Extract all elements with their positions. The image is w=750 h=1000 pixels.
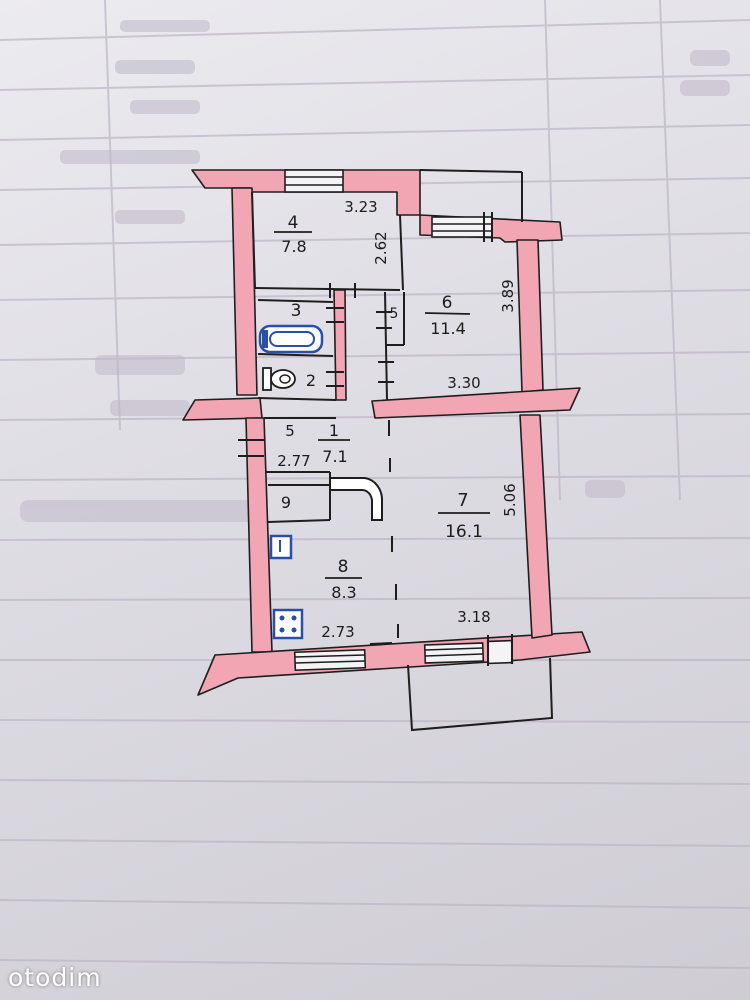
room-9-number: 9 [281,493,291,512]
dim-2-77: 2.77 [277,452,310,470]
room-6-number: 6 [442,293,453,313]
fraction-lines [274,231,490,579]
room-8-number: 8 [338,557,349,577]
room-7-area: 16.1 [445,522,483,542]
room-1-area: 7.1 [322,447,347,466]
dim-3-23: 3.23 [344,198,377,216]
pipe-shaft [329,477,384,521]
dim-3-30: 3.30 [447,374,480,392]
dim-2-62: 2.62 [372,231,390,264]
room-4-area: 7.8 [281,237,306,256]
room-4-number: 4 [288,213,299,233]
dim-5-06: 5.06 [501,483,519,516]
bathtub-icon [258,324,324,354]
background-table [0,0,750,969]
room-5-number: 5 [390,306,399,322]
room-3-number: 3 [291,301,302,321]
toilet-icon [262,367,296,391]
dimension-labels: 3.23 2.62 3.89 3.30 2.77 5.06 2.73 3.18 [277,198,519,641]
room-7-number: 7 [457,490,468,511]
room-8-area: 8.3 [331,583,356,602]
sink-icon [269,534,293,560]
background-scribbles [20,20,730,522]
room-labels: 4 7.8 6 11.4 3 2 5 5 1 7.1 9 7 16.1 8 8.… [281,213,483,602]
watermark: otodim [8,963,102,992]
door-marks [238,212,513,666]
room-1-sub: 5 [285,422,295,440]
stove-icon [272,608,304,640]
room-6-area: 11.4 [430,319,466,338]
dim-3-89: 3.89 [499,279,517,312]
dim-3-18: 3.18 [457,608,490,626]
room-1-number: 1 [329,421,339,440]
opening-dashes [388,420,399,638]
dim-2-73: 2.73 [321,623,354,641]
windows [284,169,514,672]
room-2-number: 2 [306,371,316,390]
